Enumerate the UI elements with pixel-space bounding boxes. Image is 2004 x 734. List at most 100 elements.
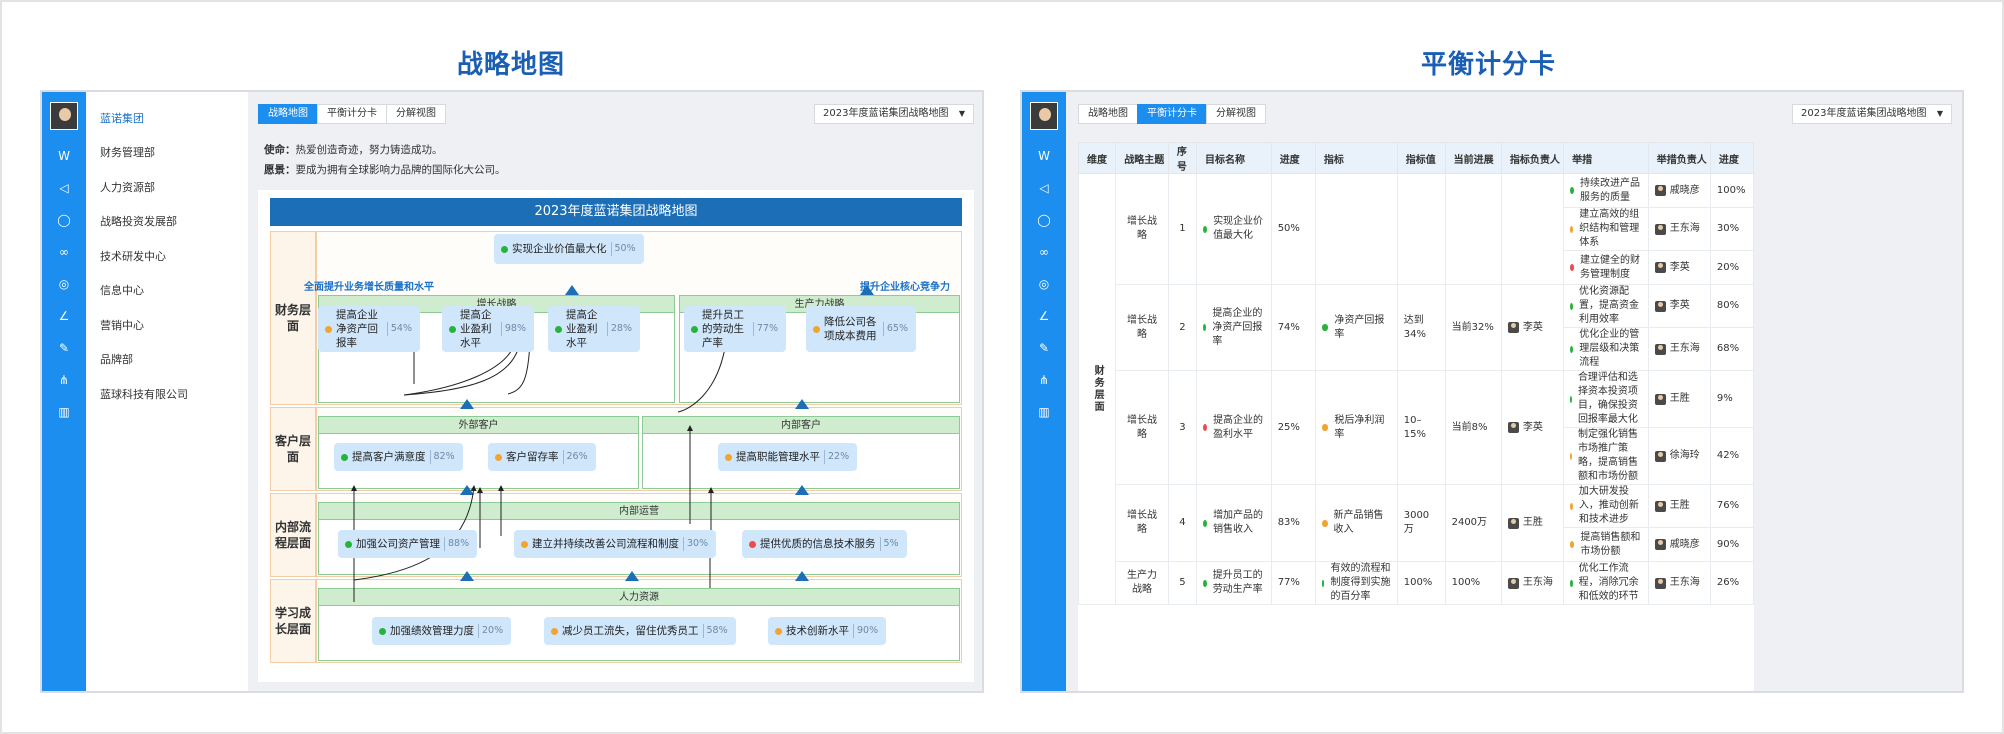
tab-strategy-map[interactable]: 战略地图 bbox=[258, 104, 318, 124]
initiative-cell[interactable]: 优化工作流程，消除冗余和低效的环节 bbox=[1563, 561, 1649, 605]
goal-cell[interactable]: 增加产品的销售收入 bbox=[1196, 484, 1272, 562]
initiative-cell[interactable]: 合理评估和选择资本投资项目，确保投资回报率最大化 bbox=[1563, 370, 1649, 428]
column-header: 目标名称 bbox=[1196, 142, 1272, 174]
avatar[interactable] bbox=[1030, 102, 1058, 130]
target-icon[interactable]: ◎ bbox=[1038, 277, 1050, 291]
avatar[interactable] bbox=[50, 102, 78, 130]
org-icon[interactable]: ⋔ bbox=[1038, 373, 1050, 387]
initiative-owner: 戚晓彦 bbox=[1647, 173, 1711, 208]
org-tree-item[interactable]: 营销中心 bbox=[100, 319, 144, 332]
metric-current: 当前32% bbox=[1444, 284, 1502, 371]
column-header: 指标负责人 bbox=[1500, 142, 1565, 174]
w-logo-icon[interactable]: W bbox=[58, 149, 70, 163]
initiative-cell[interactable]: 制定强化销售市场推广策略，提高销售额和市场份额 bbox=[1563, 427, 1649, 485]
status-dot bbox=[1570, 452, 1573, 460]
edit-icon[interactable]: ✎ bbox=[58, 341, 70, 355]
target-icon[interactable]: ◎ bbox=[58, 277, 70, 291]
number-cell: 3 bbox=[1167, 370, 1198, 485]
megaphone-icon[interactable]: ◁ bbox=[1039, 181, 1049, 195]
map-selector[interactable]: 2023年度蓝诺集团战略地图▼ bbox=[1792, 104, 1952, 124]
tab-breakdown[interactable]: 分解视图 bbox=[1206, 104, 1266, 124]
initiative-cell[interactable]: 优化资源配置，提高资金利用效率 bbox=[1563, 284, 1649, 328]
icon-rail: W ◁ ◯ ∞ ◎ ∠ ✎ ⋔ ▥ bbox=[1022, 92, 1066, 691]
initiative-owner: 李英 bbox=[1647, 250, 1711, 285]
initiative-cell[interactable]: 优化企业的管理层级和决策流程 bbox=[1563, 327, 1649, 371]
tab-strategy-map[interactable]: 战略地图 bbox=[1078, 104, 1138, 124]
org-tree-item[interactable]: 财务管理部 bbox=[100, 146, 155, 159]
avatar bbox=[1654, 343, 1666, 355]
chart-icon[interactable]: ∠ bbox=[1038, 309, 1050, 323]
data-icon[interactable]: ▥ bbox=[1038, 405, 1050, 419]
initiative-cell[interactable]: 持续改进产品服务的质量 bbox=[1563, 173, 1649, 208]
flow-icon[interactable]: ∞ bbox=[59, 245, 69, 259]
org-icon[interactable]: ⋔ bbox=[58, 373, 70, 387]
goal-cell[interactable]: 实现企业价值最大化 bbox=[1196, 173, 1272, 285]
tab-scorecard[interactable]: 平衡计分卡 bbox=[317, 104, 387, 124]
chart-icon[interactable]: ∠ bbox=[58, 309, 70, 323]
org-tree-item[interactable]: 技术研发中心 bbox=[100, 250, 166, 263]
w-logo-icon[interactable]: W bbox=[1038, 149, 1050, 163]
initiative-cell[interactable]: 加大研发投入，推动创新和技术进步 bbox=[1563, 484, 1649, 528]
tab-breakdown[interactable]: 分解视图 bbox=[386, 104, 446, 124]
org-tree-item[interactable]: 战略投资发展部 bbox=[100, 215, 177, 228]
flow-icon[interactable]: ∞ bbox=[1039, 245, 1049, 259]
metric-value: 100% bbox=[1396, 561, 1446, 605]
goal-cell[interactable]: 提高企业的净资产回报率 bbox=[1196, 284, 1272, 371]
status-dot bbox=[1570, 187, 1574, 194]
column-header: 进度 bbox=[1709, 142, 1754, 174]
user-icon[interactable]: ◯ bbox=[57, 213, 71, 227]
goal-cell[interactable]: 提升员工的劳动生产率 bbox=[1196, 561, 1272, 605]
org-tree-item[interactable]: 品牌部 bbox=[100, 353, 133, 366]
initiative-cell[interactable]: 建立高效的组织结构和管理体系 bbox=[1563, 207, 1649, 251]
node-progress: 5% bbox=[879, 537, 899, 551]
initiative-cell[interactable]: 提高销售额和市场份额 bbox=[1563, 527, 1649, 562]
org-tree-company[interactable]: 蓝诺集团 bbox=[100, 112, 144, 125]
tab-scorecard[interactable]: 平衡计分卡 bbox=[1137, 104, 1207, 124]
status-dot bbox=[1570, 395, 1572, 403]
edit-icon[interactable]: ✎ bbox=[1038, 341, 1050, 355]
scorecard-window: W ◁ ◯ ∞ ◎ ∠ ✎ ⋔ ▥ 战略地图 平衡计分卡 分解视图 2023年度蓝诺集团战略地图… bbox=[1020, 90, 1964, 693]
view-tabs: 战略地图 平衡计分卡 分解视图 bbox=[1078, 104, 1266, 124]
org-tree-item[interactable]: 人力资源部 bbox=[100, 181, 155, 194]
group-external-head: 外部客户 bbox=[319, 417, 638, 434]
data-icon[interactable]: ▥ bbox=[58, 405, 70, 419]
layer-learning: 学习成长层面 bbox=[270, 579, 316, 663]
org-tree-item[interactable]: 蓝球科技有限公司 bbox=[100, 388, 188, 401]
user-icon[interactable]: ◯ bbox=[1037, 213, 1051, 227]
org-tree-item[interactable]: 信息中心 bbox=[100, 284, 144, 297]
goal-cell[interactable]: 提高企业的盈利水平 bbox=[1196, 370, 1272, 485]
node-label: 提高职能管理水平 bbox=[736, 451, 820, 463]
group-hr-head: 人力资源 bbox=[319, 589, 959, 606]
initiative-cell[interactable]: 建立健全的财务管理制度 bbox=[1563, 250, 1649, 285]
megaphone-icon[interactable]: ◁ bbox=[59, 181, 69, 195]
strategy-map-window: W ◁ ◯ ∞ ◎ ∠ ✎ ⋔ ▥ 蓝诺集团 财务管理部 人力资源部 战略投资发展部 技术研发中… bbox=[40, 90, 984, 693]
map-selector[interactable]: 2023年度蓝诺集团战略地图▼ bbox=[814, 104, 974, 124]
layer-financial: 财务层面 bbox=[270, 231, 316, 405]
node-progress: 98% bbox=[500, 322, 526, 336]
initiative-owner: 李英 bbox=[1647, 284, 1711, 328]
